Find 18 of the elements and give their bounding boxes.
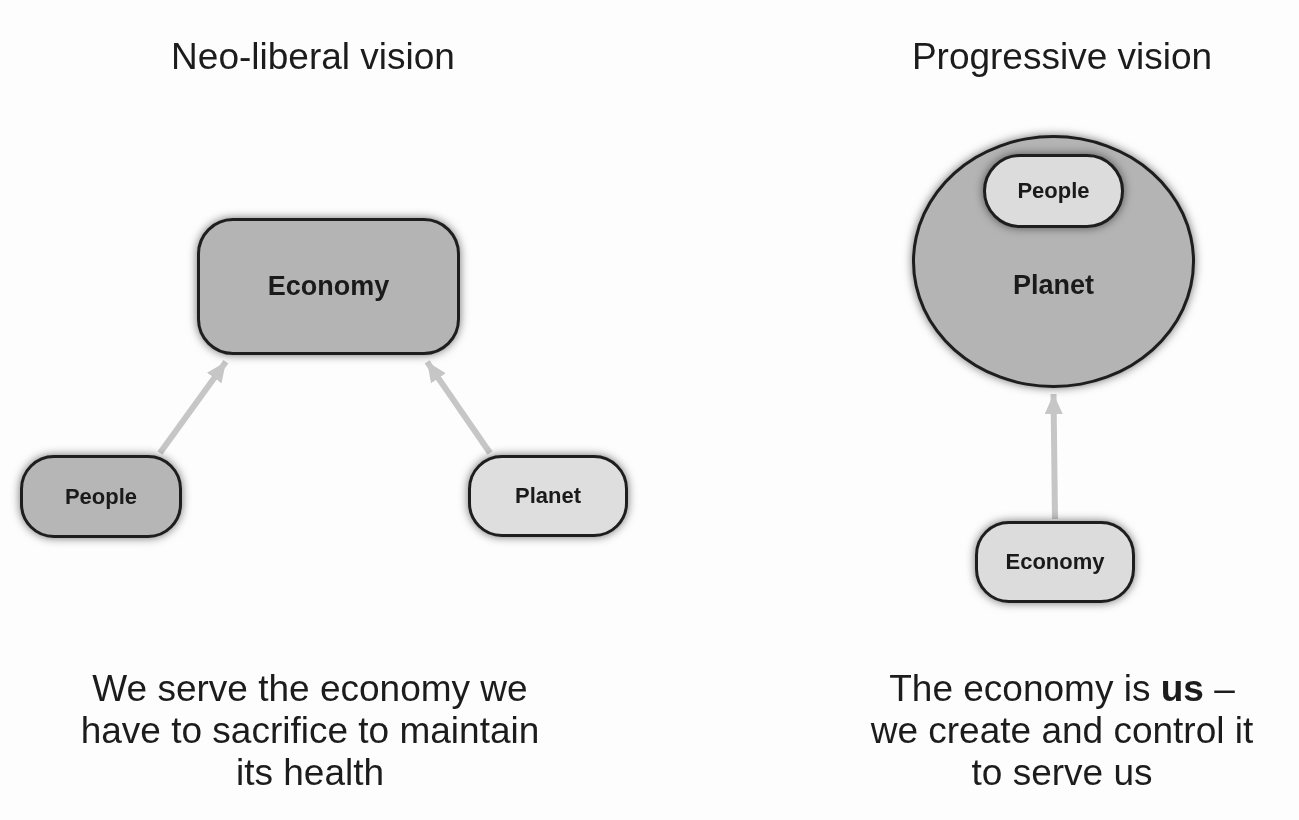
node-label: Economy xyxy=(267,269,390,303)
node-label: People xyxy=(64,482,138,511)
node-label: Planet xyxy=(1013,268,1094,302)
rounded-box xyxy=(20,455,182,538)
rounded-box xyxy=(975,521,1135,603)
caption-text: We serve the economy we have to sacrifice to maintain its health xyxy=(79,668,541,794)
caption-text: The economy is us – we create and control it to serve us xyxy=(869,668,1255,794)
node-label: Planet xyxy=(515,482,581,510)
rounded-box xyxy=(983,154,1124,228)
node-label: Economy xyxy=(1005,548,1105,576)
rounded-box xyxy=(197,218,460,355)
rounded-box xyxy=(468,455,628,537)
panel-title: Progressive vision xyxy=(910,36,1214,78)
panel-title: Neo-liberal vision xyxy=(170,36,456,78)
node-label: People xyxy=(1017,177,1090,205)
arrow xyxy=(157,360,229,455)
arrow xyxy=(1044,394,1063,520)
arrow xyxy=(424,360,493,455)
